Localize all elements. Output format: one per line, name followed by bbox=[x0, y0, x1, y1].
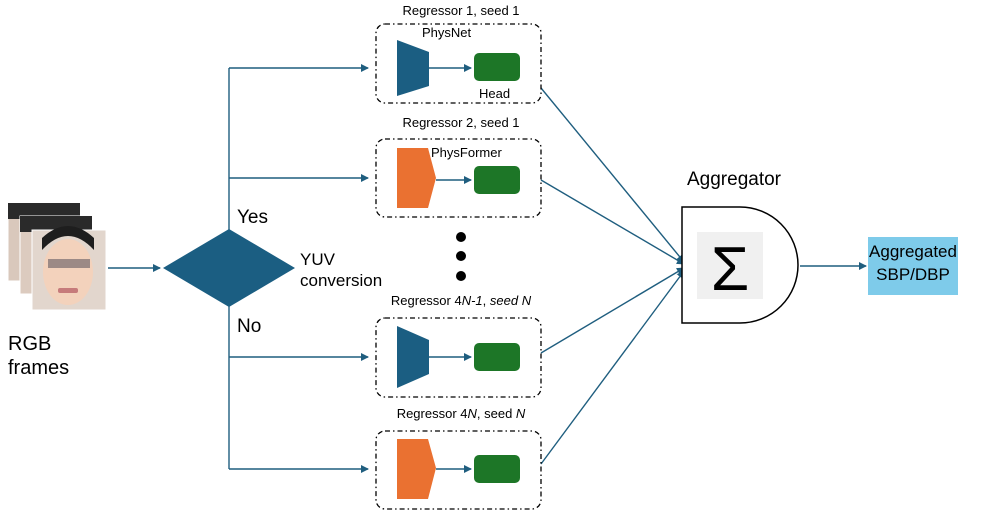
no-label: No bbox=[237, 316, 261, 337]
decision-label-line1: YUV bbox=[300, 250, 336, 269]
head-icon bbox=[474, 166, 520, 194]
rgb-frames-image bbox=[7, 202, 107, 311]
regressor-2-box bbox=[375, 138, 542, 218]
output-line1: Aggregated bbox=[869, 242, 957, 261]
regressor-4-box bbox=[375, 430, 542, 510]
yuv-decision-diamond bbox=[163, 229, 295, 307]
connectors bbox=[108, 64, 867, 473]
regressor-1-head-label: Head bbox=[479, 86, 510, 101]
input-label: RGB frames bbox=[8, 332, 69, 380]
regressor-4-title: Regressor 4N, seed N bbox=[397, 406, 526, 421]
arrow-r2-to-aggregator bbox=[540, 179, 685, 265]
ellipsis-dots bbox=[456, 232, 466, 281]
regressor-1-backbone-label: PhysNet bbox=[422, 25, 472, 40]
regressor-1-title: Regressor 1, seed 1 bbox=[402, 3, 519, 18]
physformer-backbone-icon bbox=[397, 148, 436, 208]
input-label-line2: frames bbox=[8, 357, 70, 379]
arrow-r1-to-aggregator bbox=[540, 87, 685, 263]
regressor-3-box bbox=[375, 317, 542, 398]
physnet-backbone-icon bbox=[397, 40, 429, 96]
input-label-line1: RGB bbox=[8, 333, 52, 355]
regressor-2: Regressor 2, seed 1 PhysFormer bbox=[375, 115, 542, 218]
decision-label-line2: conversion bbox=[300, 271, 382, 290]
regressor-2-backbone-label: PhysFormer bbox=[431, 145, 502, 160]
regressor-3-title: Regressor 4N-1, seed N bbox=[391, 293, 532, 308]
regressor-1: Regressor 1, seed 1 PhysNet Head bbox=[375, 3, 542, 104]
arrow-r3-to-aggregator bbox=[540, 267, 685, 354]
sigma-icon: Σ bbox=[711, 235, 749, 304]
output-line2: SBP/DBP bbox=[876, 265, 950, 284]
yes-label: Yes bbox=[237, 207, 268, 228]
aggregator-label: Aggregator bbox=[687, 169, 782, 190]
aggregator: Aggregator Σ bbox=[681, 169, 799, 324]
regressor-4: Regressor 4N, seed N bbox=[375, 406, 542, 510]
arrow-r4-to-aggregator bbox=[540, 270, 685, 465]
head-icon bbox=[474, 343, 520, 371]
aggregated-output-box: Aggregated SBP/DBP bbox=[868, 237, 958, 295]
regressor-2-title: Regressor 2, seed 1 bbox=[402, 115, 519, 130]
regressor-3: Regressor 4N-1, seed N bbox=[375, 293, 542, 398]
physformer-backbone-icon bbox=[397, 439, 436, 499]
head-icon bbox=[474, 53, 520, 81]
physnet-backbone-icon bbox=[397, 326, 429, 388]
regressor-1-box bbox=[375, 23, 542, 104]
head-icon bbox=[474, 455, 520, 483]
